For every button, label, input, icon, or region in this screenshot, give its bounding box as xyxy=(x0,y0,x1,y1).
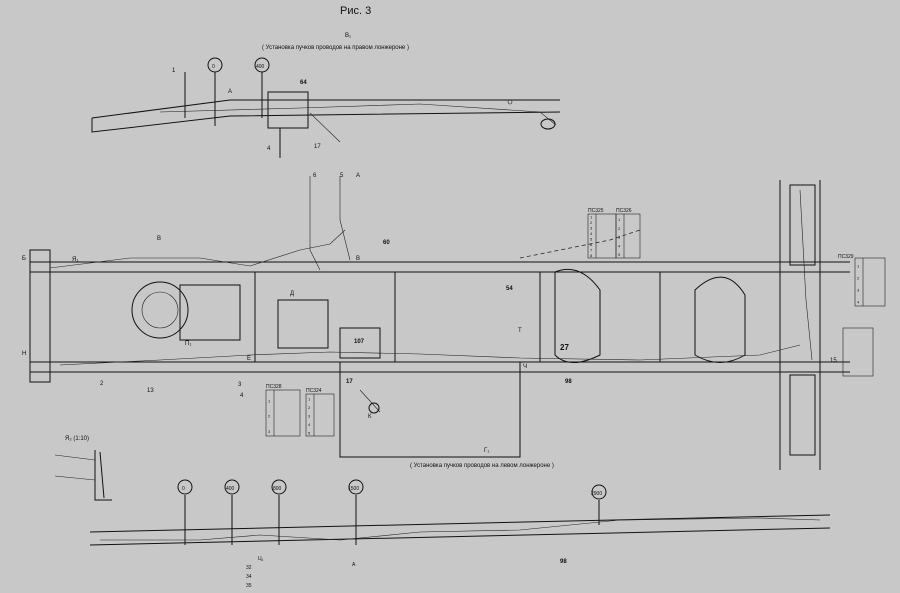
station-marker-bottom-800: 800 xyxy=(271,479,287,495)
plug-row-number: 3 xyxy=(590,225,593,230)
view-b-label: В₁ xyxy=(345,33,351,39)
plug-row-number: 5 xyxy=(308,430,311,435)
callout-15: 15 xyxy=(830,358,837,364)
callout-3: 3 xyxy=(238,382,242,388)
station-marker-bottom-0: 0 xyxy=(177,479,193,495)
plug-row-number: 4 xyxy=(590,231,593,236)
plug-row-number: 2 xyxy=(857,276,860,281)
callout-4-mid: 4 xyxy=(240,393,244,399)
svg-text:0: 0 xyxy=(212,64,215,70)
callout-4: 4 xyxy=(267,146,271,152)
plug-row-number: 3 xyxy=(308,414,311,419)
callout-a-bottom: А xyxy=(352,562,356,568)
svg-text:400: 400 xyxy=(256,64,265,70)
callout-ch: Ч xyxy=(523,364,527,370)
callout-32: 32 xyxy=(246,565,252,571)
plug-row-number: 3 xyxy=(618,235,621,240)
svg-text:ПС324: ПС324 xyxy=(306,388,322,394)
callout-1: 1 xyxy=(172,68,176,74)
station-marker-top-400: 400 xyxy=(254,57,270,73)
plug-row-number: 2 xyxy=(268,414,271,419)
plug-row-number: 2 xyxy=(590,220,593,225)
plug-row-number: 6 xyxy=(590,242,593,247)
callout-k: К xyxy=(368,414,372,420)
callout-ts1: Ц₁ xyxy=(258,556,264,562)
plug-row-number: 7 xyxy=(590,247,593,252)
figure-title: Рис. 3 xyxy=(340,5,371,17)
view-g-label: Г₁ xyxy=(484,448,489,454)
view-b-caption: ( Установка пучков проводов на правом ло… xyxy=(262,45,409,51)
svg-text:0: 0 xyxy=(182,486,185,492)
plug-row-number: 1 xyxy=(857,264,860,269)
svg-text:1500: 1500 xyxy=(348,486,359,492)
view-g-caption: ( Установка пучков проводов на левом лон… xyxy=(410,463,554,469)
callout-ya1: Я₁ xyxy=(72,257,78,263)
callout-34: 34 xyxy=(246,574,252,580)
plug-row-number: 8 xyxy=(590,253,593,258)
plug-row-number: 1 xyxy=(308,397,311,402)
station-marker-bottom-2900: 2900 xyxy=(591,484,607,500)
svg-text:400: 400 xyxy=(226,486,235,492)
callout-v: В xyxy=(157,236,161,242)
svg-text:800: 800 xyxy=(273,486,282,492)
main-plan-view: 6 5 А В 60 107 27 17 2 3 4 13 54 98 15 Я… xyxy=(22,173,850,470)
view-b1: В₁ ( Установка пучков проводов на правом… xyxy=(91,33,561,158)
plug-row-number: 1 xyxy=(618,217,621,222)
plug-row-number: 5 xyxy=(618,252,621,257)
callout-54: 54 xyxy=(506,286,513,292)
view-ya2: Я₂ (1:10) xyxy=(54,436,112,501)
callout-64: 64 xyxy=(300,80,307,86)
callout-27: 27 xyxy=(560,343,569,352)
plug-row-number: 1 xyxy=(268,398,271,403)
plug-table-ps326: ПС326 xyxy=(615,208,641,259)
svg-text:2900: 2900 xyxy=(591,491,602,497)
callout-60: 60 xyxy=(383,240,390,246)
callout-13: 13 xyxy=(147,388,154,394)
plug-table-ps324: ПС324 xyxy=(305,388,335,437)
callout-n: Н xyxy=(22,351,26,357)
callout-35: 35 xyxy=(246,583,252,589)
svg-text:ПС326: ПС326 xyxy=(616,208,632,214)
plug-row-number: 5 xyxy=(590,236,593,241)
callout-6: 6 xyxy=(313,173,317,179)
view-ya-label: Я₂ (1:10) xyxy=(65,436,89,442)
plug-row-number: 2 xyxy=(308,405,311,410)
callout-98: 98 xyxy=(565,379,572,385)
callout-17-mid: 17 xyxy=(346,379,353,385)
station-marker-top-0: 0 xyxy=(207,57,223,73)
plug-table-ps329: ПС329 xyxy=(838,254,886,377)
callout-e: Е xyxy=(247,356,251,362)
svg-text:ПС325: ПС325 xyxy=(588,208,604,214)
callout-a-mid: А xyxy=(356,173,360,179)
plug-row-number: 4 xyxy=(308,422,311,427)
callout-a: А xyxy=(228,89,232,95)
callout-98-bottom: 98 xyxy=(560,559,567,565)
callout-b-left: Б xyxy=(22,256,26,262)
plug-row-number: 2 xyxy=(618,226,621,231)
callout-107: 107 xyxy=(354,339,365,345)
callout-17: 17 xyxy=(314,144,321,150)
plug-row-number: 4 xyxy=(618,243,621,248)
plug-table-ps328: ПС328 xyxy=(265,384,301,437)
callout-d: Д xyxy=(290,291,294,297)
station-marker-bottom-1500: 1500 xyxy=(348,479,364,495)
svg-text:ПС329: ПС329 xyxy=(838,254,854,260)
plug-row-number: 3 xyxy=(857,288,860,293)
plug-row-number: 1 xyxy=(590,214,593,219)
plug-row-number: 3 xyxy=(268,429,271,434)
svg-text:ПС328: ПС328 xyxy=(266,384,282,390)
callout-2: 2 xyxy=(100,381,104,387)
station-marker-bottom-400: 400 xyxy=(224,479,240,495)
callout-b: В xyxy=(356,256,360,262)
callout-p1: П₁ xyxy=(185,341,191,347)
callout-t: Т xyxy=(518,328,522,334)
plug-row-number: 4 xyxy=(857,300,860,305)
callout-5: 5 xyxy=(340,173,344,179)
view-g1: Г₁ ( Установка пучков проводов на левом … xyxy=(89,448,831,589)
